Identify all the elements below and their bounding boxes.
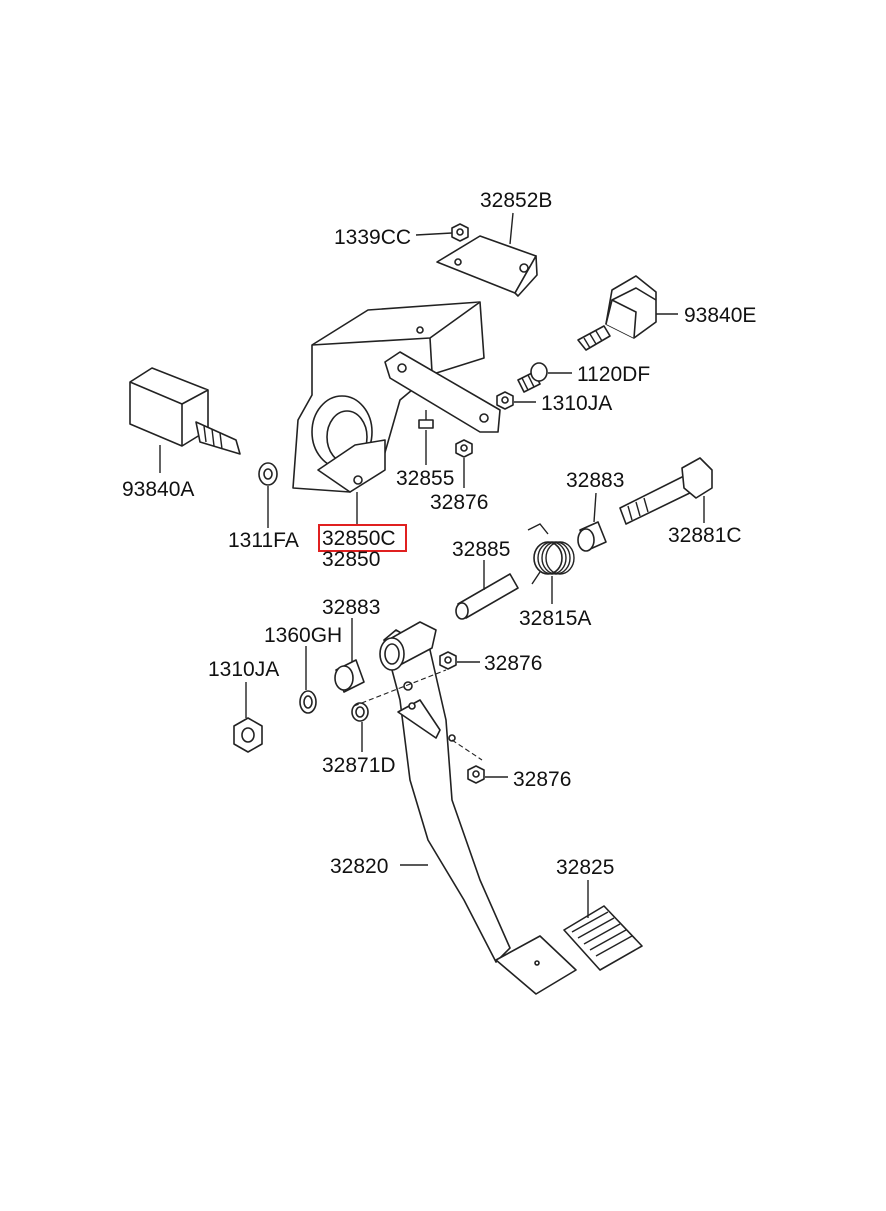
label-32885: 32885: [452, 538, 510, 561]
nut-1310ja-bottom: [233, 717, 263, 753]
bolt-1120df: [517, 362, 548, 393]
stud-32855: [418, 410, 434, 429]
bushing-32883-a: [577, 521, 607, 552]
pin-32885: [455, 573, 519, 620]
label-1339cc: 1339CC: [334, 226, 411, 249]
label-93840a: 93840A: [122, 478, 194, 501]
pedal-pad-32825: [563, 905, 643, 971]
switch-93840e: [577, 275, 657, 351]
label-32850: 32850: [322, 548, 380, 571]
bracket-32852b: [436, 235, 538, 297]
switch-93840a: [129, 367, 241, 455]
label-32820: 32820: [330, 855, 388, 878]
label-1360gh: 1360GH: [264, 624, 342, 647]
pedal-bracket-32850c: [292, 301, 501, 493]
bushing-32871d: [351, 702, 369, 722]
label-32852b: 32852B: [480, 189, 552, 212]
nut-1339cc: [451, 223, 469, 242]
highlight-box-32850c: [318, 524, 407, 552]
nut-32876-a: [455, 439, 473, 458]
pedal-arm-32820: [379, 621, 577, 995]
spring-32815a: [527, 523, 575, 585]
label-32883-b: 32883: [322, 596, 380, 619]
bushing-32883-b: [334, 659, 365, 693]
label-32871d: 32871D: [322, 754, 396, 777]
label-32876-b: 32876: [484, 652, 542, 675]
nut-32876-b: [439, 651, 457, 670]
label-32825: 32825: [556, 856, 614, 879]
nut-1311fa: [258, 462, 278, 486]
bolt-32881c: [619, 457, 713, 525]
label-1310ja-bottom: 1310JA: [208, 658, 279, 681]
nut-32876-c: [467, 765, 485, 784]
label-1310ja-top: 1310JA: [541, 392, 612, 415]
label-93840e: 93840E: [684, 304, 756, 327]
label-32855: 32855: [396, 467, 454, 490]
label-1120df: 1120DF: [577, 363, 650, 386]
nut-1310ja-top: [496, 391, 514, 410]
washer-1360gh: [299, 690, 317, 714]
label-32881c: 32881C: [668, 524, 742, 547]
label-32850c: 32850C: [322, 527, 396, 550]
label-32883-a: 32883: [566, 469, 624, 492]
label-32876-a: 32876: [430, 491, 488, 514]
label-32876-c: 32876: [513, 768, 571, 791]
label-32815a: 32815A: [519, 607, 591, 630]
label-1311fa: 1311FA: [228, 529, 299, 552]
